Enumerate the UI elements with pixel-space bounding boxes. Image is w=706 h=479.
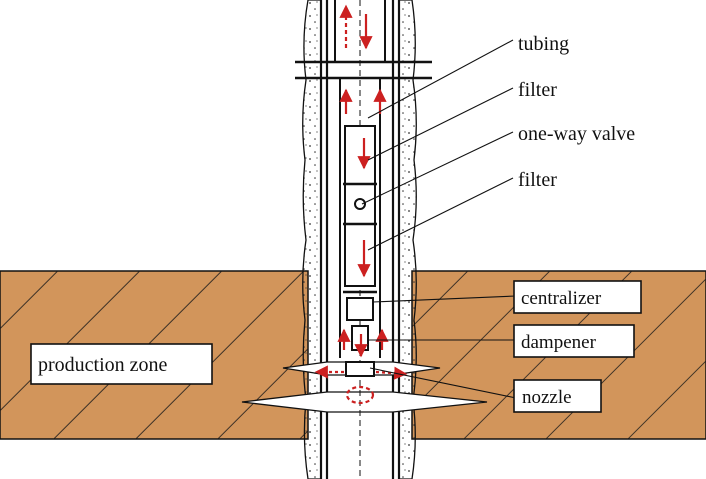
box-production-zone <box>30 343 213 385</box>
box-nozzle <box>513 379 602 413</box>
filter-lower-body <box>344 223 376 287</box>
callout-boxes <box>30 280 642 413</box>
fracture-lower <box>241 391 488 413</box>
leader-lines <box>361 39 517 399</box>
valve-ball <box>354 198 366 210</box>
label-tubing: tubing <box>518 33 569 55</box>
box-dampener <box>513 324 635 358</box>
centralizer-body <box>346 297 374 321</box>
cement-left <box>302 0 322 479</box>
arrow-jet-right <box>375 366 408 380</box>
label-centralizer: centralizer <box>521 288 602 309</box>
label-production-zone: production zone <box>38 354 168 376</box>
cement-annulus <box>302 0 417 479</box>
swirl-below-nozzle <box>345 385 375 405</box>
label-one-way-valve: one-way valve <box>518 123 635 145</box>
tubing-string <box>334 0 386 358</box>
label-dampener: dampener <box>521 332 597 353</box>
nozzle-body <box>345 361 375 377</box>
label-filter-lower: filter <box>518 169 557 191</box>
label-filter-upper: filter <box>518 79 557 101</box>
box-centralizer <box>513 280 642 314</box>
label-nozzle: nozzle <box>522 387 572 408</box>
wellhead-flange <box>295 60 432 80</box>
filter-upper-body <box>344 125 376 185</box>
